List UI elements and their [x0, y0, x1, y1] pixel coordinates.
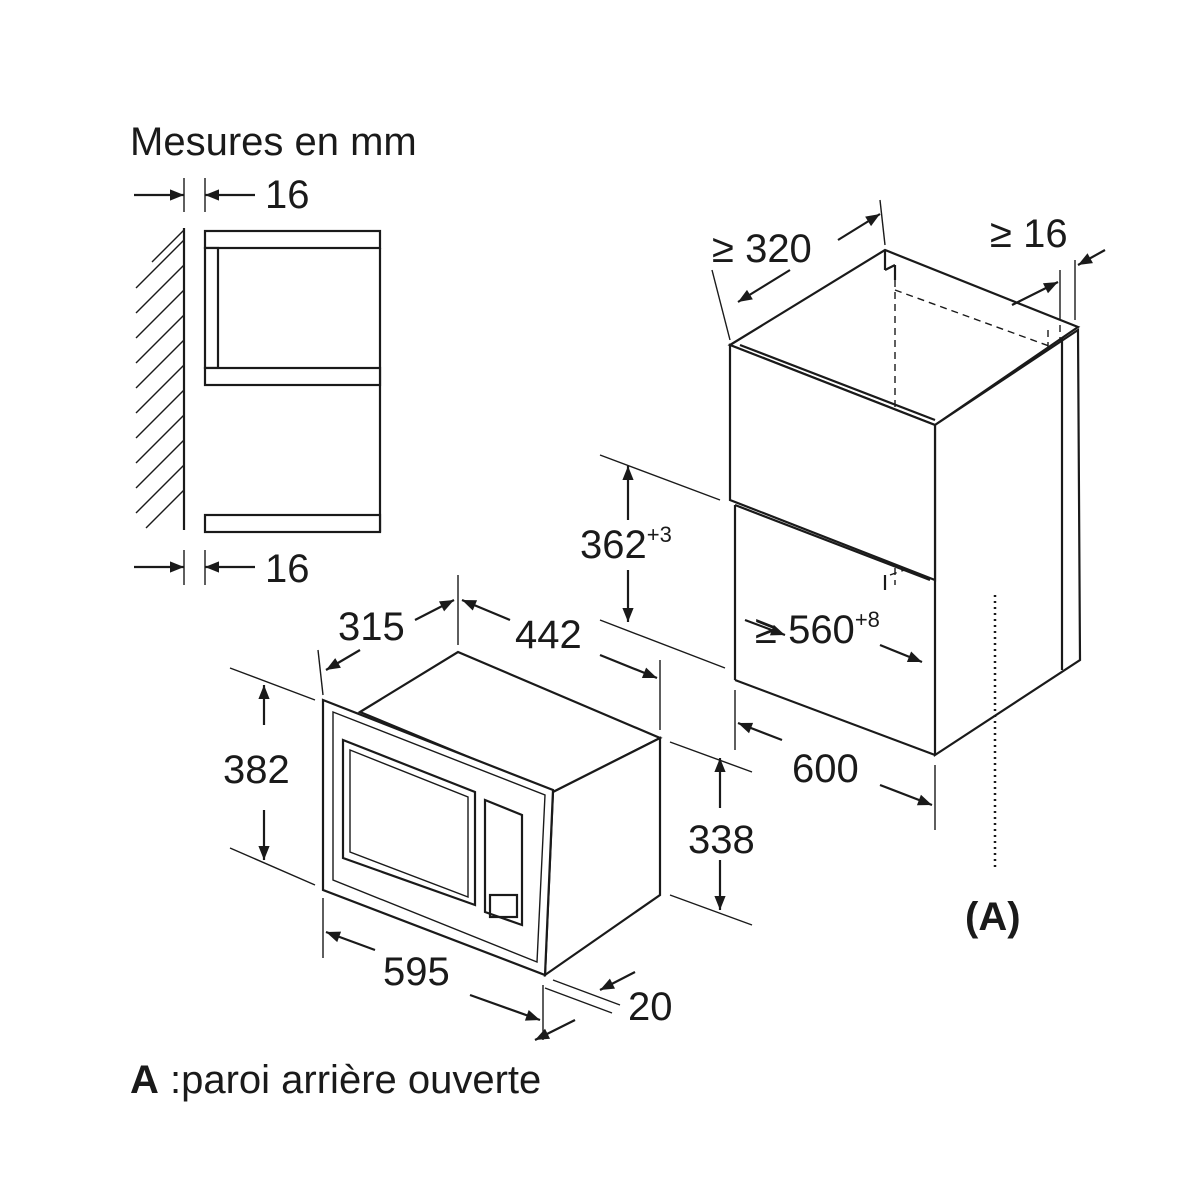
- appliance-depth: 315: [338, 605, 405, 649]
- appliance-front-height: 382: [223, 748, 290, 792]
- cabinet-depth: ≥ 320: [712, 227, 812, 271]
- side-panel: [203, 246, 220, 370]
- cabinet-side-gap: ≥ 16: [990, 212, 1068, 256]
- microwave: 315 442 382 338 595 20: [223, 575, 755, 1041]
- wall-hatch: [135, 229, 185, 529]
- cabinet-width: 600: [792, 747, 859, 791]
- side-view: 16 16: [134, 173, 382, 591]
- side-bottom-gap: 16: [265, 547, 310, 591]
- bottom-panel: [203, 513, 382, 534]
- title: Mesures en mm: [130, 120, 417, 164]
- legend-text: :paroi arrière ouverte: [170, 1058, 541, 1102]
- shelf-panel: [203, 366, 382, 387]
- legend: A :paroi arrière ouverte: [130, 1058, 541, 1102]
- appliance-body-width: 442: [515, 613, 582, 657]
- legend-key: A: [130, 1058, 159, 1102]
- appliance-front-width: 595: [383, 950, 450, 994]
- side-top-gap: 16: [265, 173, 310, 217]
- appliance-front-thickness: 20: [628, 985, 673, 1029]
- appliance-body-height: 338: [688, 818, 755, 862]
- niche-width: ≥ 560+8: [755, 607, 880, 652]
- rear-label: (A): [965, 895, 1021, 939]
- cabinet: (A) ≥ 320 ≥ 16 362+3 ≥ 560+8 600: [580, 199, 1106, 939]
- top-panel: [203, 229, 382, 250]
- niche-height: 362+3: [580, 522, 672, 567]
